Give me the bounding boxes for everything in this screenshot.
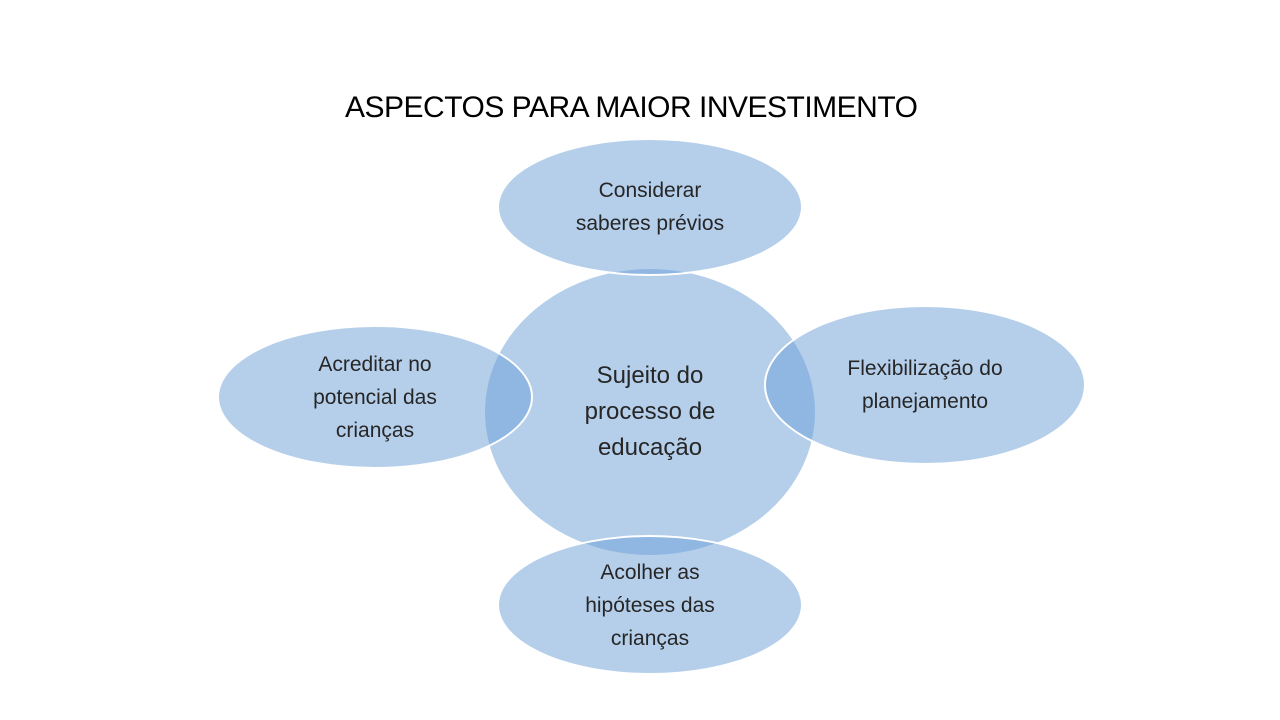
center-ellipse-label: Sujeito do processo de educação <box>584 362 716 461</box>
center-ellipse-sujeito: Sujeito do processo de educação <box>483 267 817 557</box>
diagram-title: ASPECTOS PARA MAIOR INVESTIMENTO <box>345 91 918 124</box>
top-ellipse-label: Considerar saberes prévios <box>575 179 725 235</box>
top-ellipse-considerar: Considerar saberes prévios <box>497 138 803 276</box>
right-ellipse-flexibilizacao: Flexibilização do planejamento <box>764 305 1086 465</box>
left-ellipse-acreditar: Acreditar no potencial das crianças <box>217 325 533 469</box>
bottom-ellipse-acolher: Acolher as hipóteses das crianças <box>497 535 803 675</box>
left-ellipse-label: Acreditar no potencial das crianças <box>313 352 437 442</box>
bottom-ellipse-label: Acolher as hipóteses das crianças <box>585 560 715 650</box>
right-ellipse-label: Flexibilização do planejamento <box>847 357 1003 413</box>
